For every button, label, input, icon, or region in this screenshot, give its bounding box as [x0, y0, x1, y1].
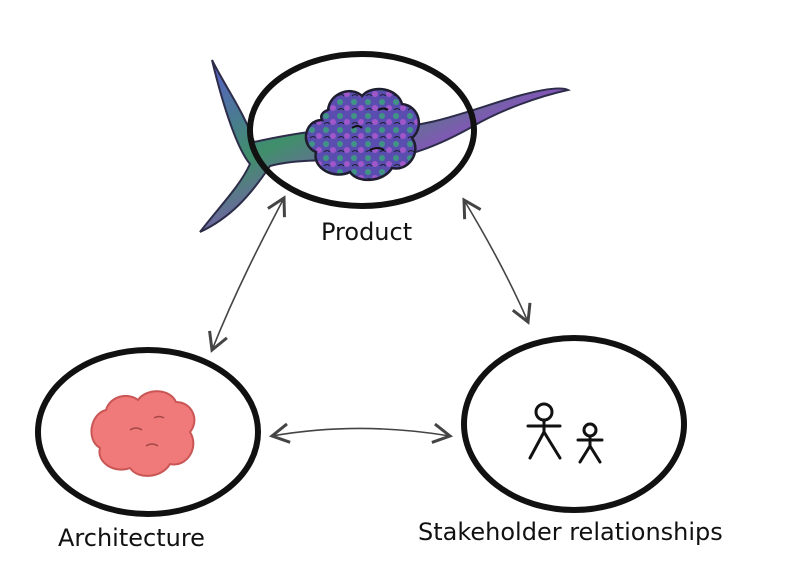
product-ring [247, 51, 477, 209]
edge-product-architecture [208, 195, 286, 353]
edge-architecture-stakeholders [268, 422, 454, 444]
architecture-node [35, 347, 261, 517]
stick-figure-adult-icon [526, 402, 562, 460]
architecture-label: Architecture [58, 524, 205, 552]
product-label: Product [321, 218, 413, 246]
product-node [199, 51, 572, 233]
edges [208, 195, 532, 444]
product-cloud [304, 87, 421, 181]
stick-figure-child-icon [576, 422, 604, 464]
stakeholders-ring [461, 335, 687, 513]
stakeholders-label: Stakeholder relationships [418, 518, 723, 546]
edge-product-stakeholders [462, 197, 532, 325]
stakeholders-node [461, 335, 687, 513]
architecture-cloud [90, 390, 196, 477]
architecture-ring [35, 347, 261, 517]
